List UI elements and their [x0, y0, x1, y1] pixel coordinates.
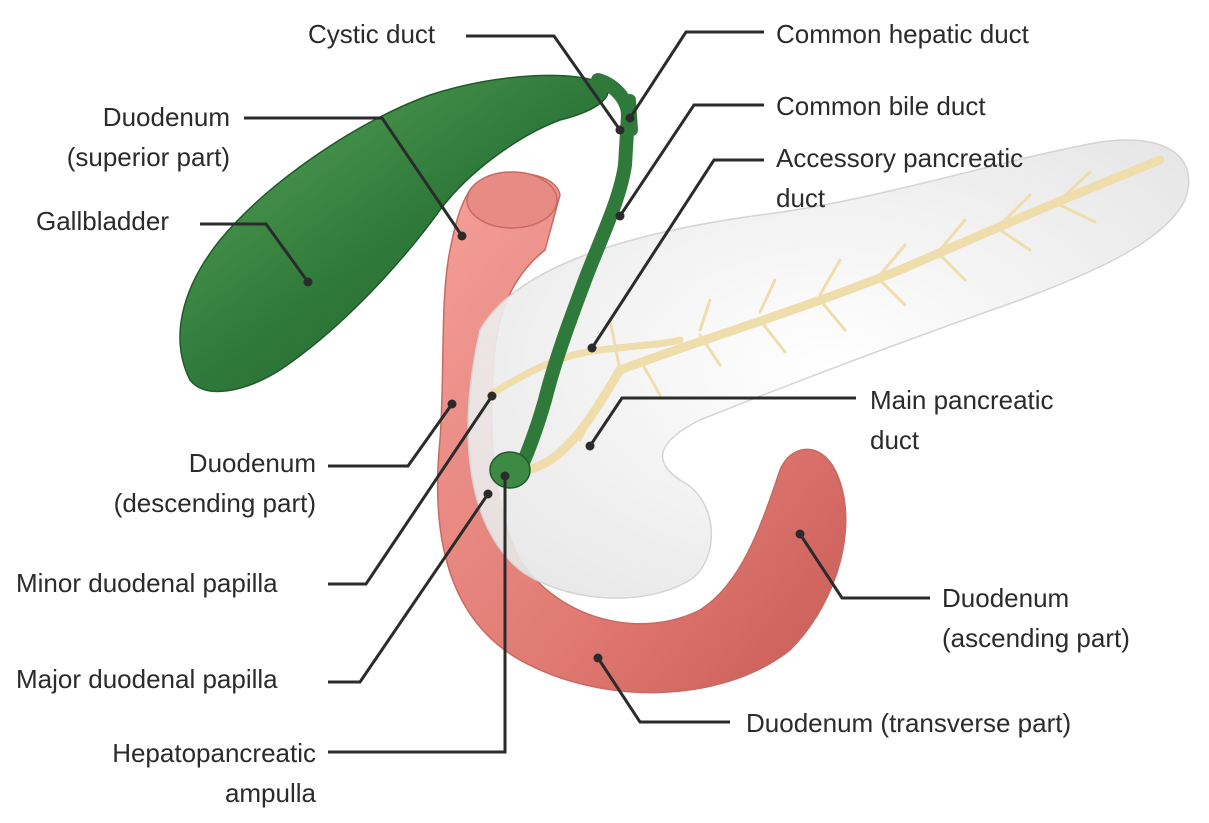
- gallbladder-shape: [179, 74, 609, 393]
- duodenum-superior-opening: [466, 171, 558, 229]
- label-hepatopancreatic-ampulla: Hepatopancreatic ampulla: [40, 733, 316, 813]
- label-duodenum-descending-line1: Duodenum: [188, 448, 316, 478]
- leader-accessory-pancreatic-duct: [590, 158, 764, 349]
- leader-gallbladder: [200, 222, 310, 283]
- leader-common-bile-duct: [618, 103, 764, 217]
- label-minor-duodenal-papilla: Minor duodenal papilla: [16, 563, 278, 603]
- label-duodenum-superior: Duodenum (superior part): [20, 97, 230, 177]
- label-gallbladder: Gallbladder: [36, 201, 169, 241]
- ampulla-shape: [489, 451, 531, 489]
- label-duodenum-ascending-line1: Duodenum: [942, 583, 1070, 613]
- leader-lines: [200, 30, 930, 754]
- label-common-bile-duct: Common bile duct: [776, 86, 986, 126]
- label-duodenum-superior-line1: Duodenum: [102, 102, 230, 132]
- leader-duodenum-superior: [244, 116, 464, 237]
- leader-minor-duodenal-papilla: [328, 395, 494, 586]
- leader-duodenum-descending: [328, 403, 454, 468]
- label-gallbladder-text: Gallbladder: [36, 206, 169, 236]
- leader-hepatopancreatic-ampulla: [328, 476, 507, 754]
- label-accessory-pancreatic-duct-line1: Accessory pancreatic: [776, 143, 1024, 173]
- label-duodenum-descending-line2: (descending part): [113, 488, 316, 518]
- label-main-pancreatic-duct: Main pancreatic duct: [870, 380, 1054, 460]
- label-duodenum-transverse-text: Duodenum (transverse part): [746, 708, 1072, 738]
- label-minor-duodenal-papilla-text: Minor duodenal papilla: [16, 568, 278, 598]
- label-duodenum-ascending: Duodenum (ascending part): [942, 578, 1130, 658]
- leader-cystic-duct: [466, 34, 622, 131]
- label-duodenum-transverse: Duodenum (transverse part): [746, 703, 1071, 743]
- label-main-pancreatic-duct-line2: duct: [870, 425, 920, 455]
- leader-duodenum-transverse: [596, 657, 730, 724]
- label-common-hepatic-duct-text: Common hepatic duct: [776, 19, 1029, 49]
- label-duodenum-descending: Duodenum (descending part): [40, 443, 316, 523]
- label-major-duodenal-papilla-text: Major duodenal papilla: [16, 664, 278, 694]
- label-hepatopancreatic-ampulla-line2: ampulla: [224, 778, 316, 808]
- label-duodenum-ascending-line2: (ascending part): [942, 623, 1130, 653]
- label-common-hepatic-duct: Common hepatic duct: [776, 14, 1029, 54]
- leader-duodenum-ascending: [798, 533, 930, 600]
- label-major-duodenal-papilla: Major duodenal papilla: [16, 659, 278, 699]
- label-main-pancreatic-duct-line1: Main pancreatic: [870, 385, 1054, 415]
- leader-common-hepatic-duct: [628, 30, 764, 119]
- label-common-bile-duct-text: Common bile duct: [776, 91, 986, 121]
- pancreas-shape: [467, 139, 1190, 599]
- label-accessory-pancreatic-duct: Accessory pancreatic duct: [776, 138, 1023, 218]
- label-cystic-duct: Cystic duct: [308, 14, 435, 54]
- label-cystic-duct-text: Cystic duct: [308, 19, 436, 49]
- leader-dots: [303, 113, 805, 663]
- leader-main-pancreatic-duct: [588, 396, 856, 447]
- label-duodenum-superior-line2: (superior part): [66, 142, 230, 172]
- label-hepatopancreatic-ampulla-line1: Hepatopancreatic: [112, 738, 316, 768]
- leader-major-duodenal-papilla: [328, 493, 490, 684]
- pancreatic-duct-system: [486, 155, 1165, 475]
- label-accessory-pancreatic-duct-line2: duct: [776, 183, 826, 213]
